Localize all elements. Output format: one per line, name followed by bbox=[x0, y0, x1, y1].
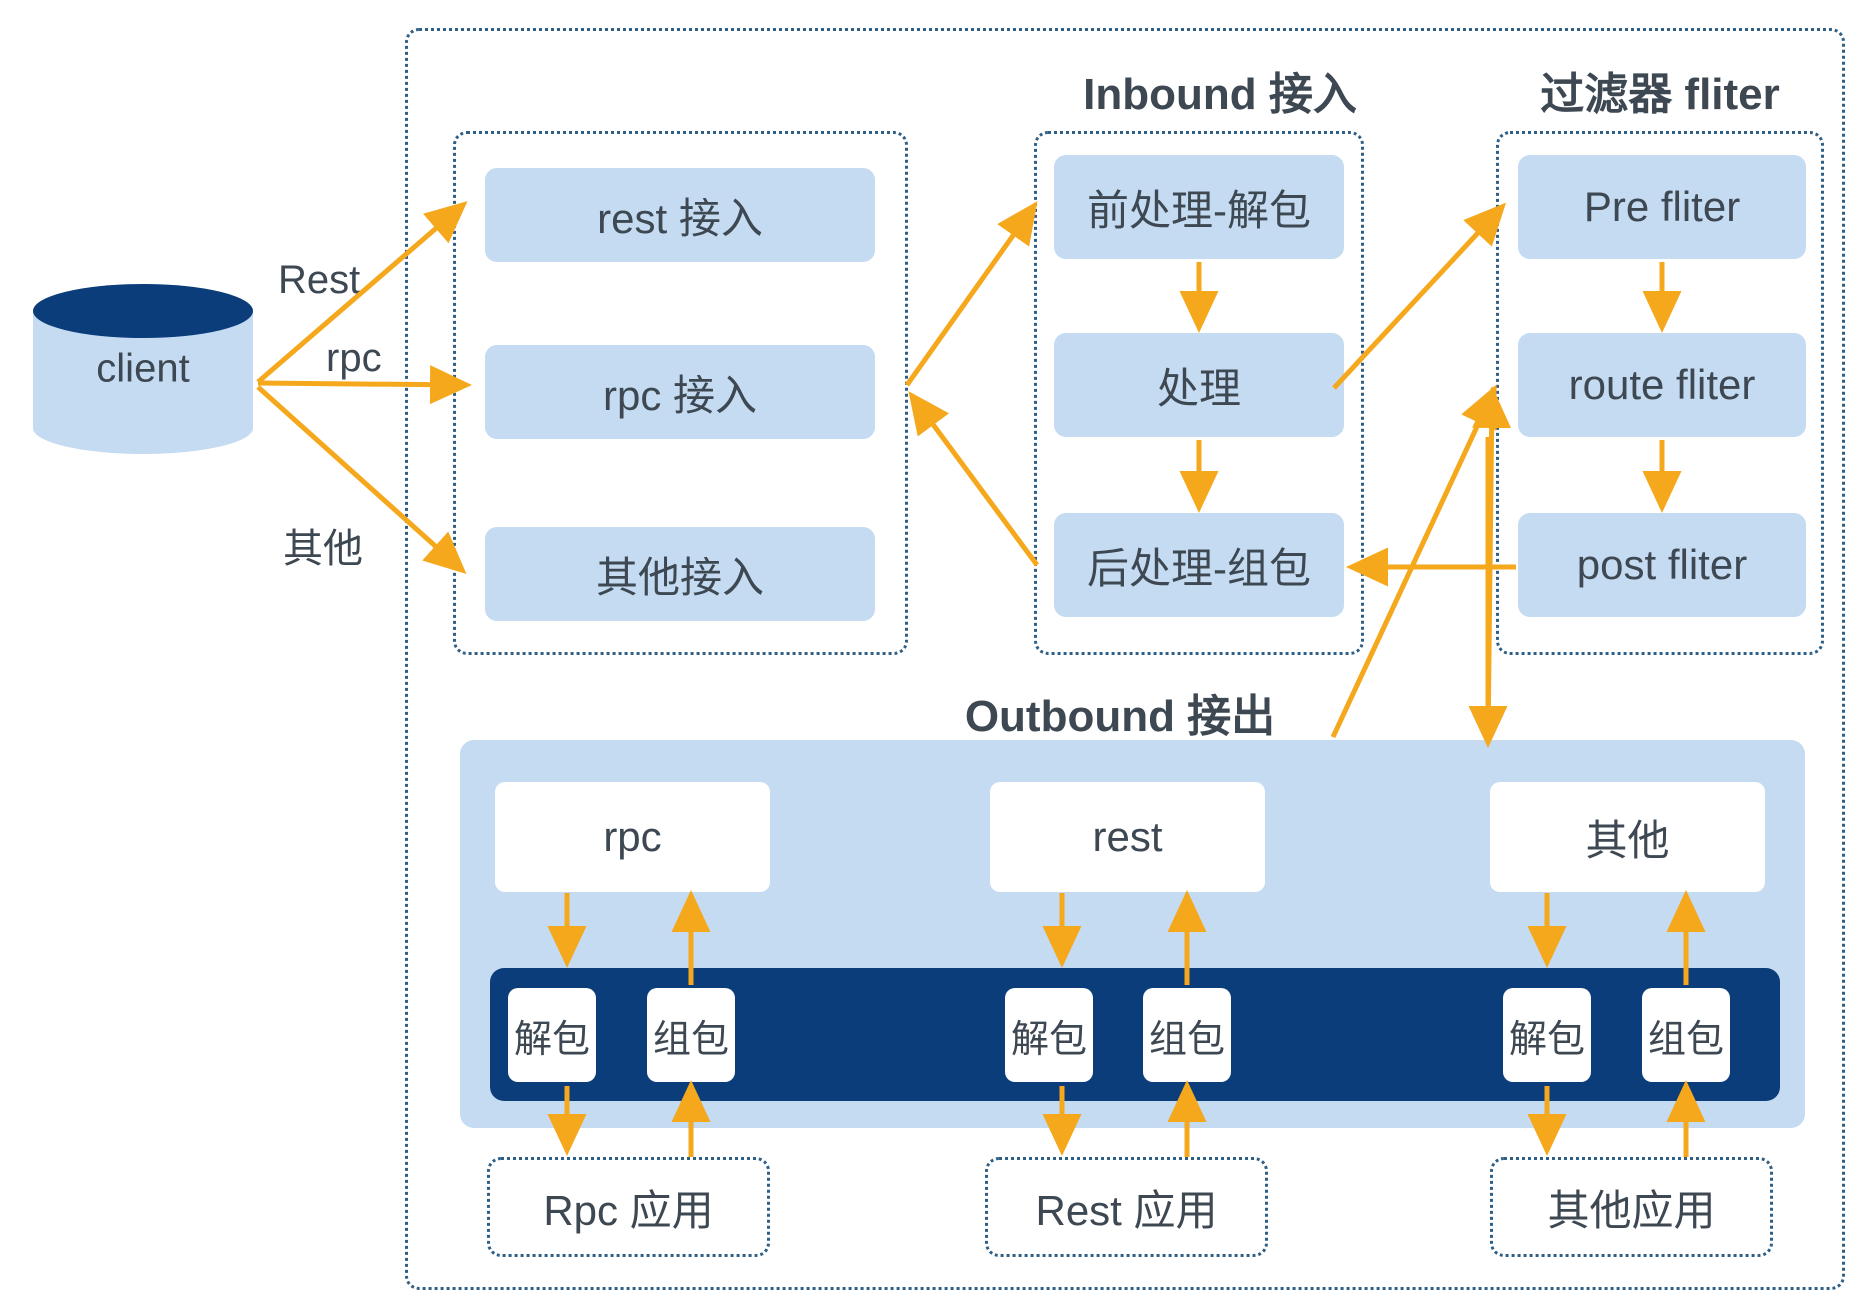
filter-item-route[interactable]: route fliter bbox=[1518, 333, 1806, 437]
codec-encode-rpc[interactable]: 组包 bbox=[647, 988, 735, 1082]
app-other[interactable]: 其他应用 bbox=[1490, 1157, 1773, 1257]
filter-item-pre[interactable]: Pre fliter bbox=[1518, 155, 1806, 259]
filter-item-route-label: route fliter bbox=[1568, 361, 1756, 408]
edge-label-other: 其他 bbox=[283, 527, 363, 571]
client-cylinder: client bbox=[33, 284, 253, 454]
cylinder-top bbox=[33, 284, 253, 338]
codec-encode-other-label: 组包 bbox=[1647, 1018, 1724, 1061]
inbound-item-postprocess-label: 后处理-组包 bbox=[1087, 544, 1311, 592]
access-item-rest[interactable]: rest 接入 bbox=[485, 168, 875, 262]
outer-boundary bbox=[405, 28, 1845, 1290]
access-item-other-label: 其他接入 bbox=[595, 553, 764, 601]
inbound-item-process[interactable]: 处理 bbox=[1054, 333, 1344, 437]
codec-decode-rpc[interactable]: 解包 bbox=[508, 988, 596, 1082]
inbound-item-preprocess[interactable]: 前处理-解包 bbox=[1054, 155, 1344, 259]
app-rpc[interactable]: Rpc 应用 bbox=[487, 1157, 770, 1257]
app-rpc-label: Rpc 应用 bbox=[543, 1186, 714, 1234]
outbound-protocol-rest-label: rest bbox=[1092, 813, 1163, 860]
outbound-protocol-rest[interactable]: rest bbox=[990, 782, 1265, 892]
outbound-title: Outbound 接出 bbox=[964, 692, 1276, 741]
codec-encode-other[interactable]: 组包 bbox=[1642, 988, 1730, 1082]
codec-decode-other[interactable]: 解包 bbox=[1503, 988, 1591, 1082]
edge-label-rpc: rpc bbox=[326, 336, 382, 380]
app-rest[interactable]: Rest 应用 bbox=[985, 1157, 1268, 1257]
outbound-protocol-other[interactable]: 其他 bbox=[1490, 782, 1765, 892]
access-item-rest-label: rest 接入 bbox=[597, 194, 763, 242]
codec-decode-rest[interactable]: 解包 bbox=[1005, 988, 1093, 1082]
codec-decode-rest-label: 解包 bbox=[1010, 1018, 1087, 1061]
codec-encode-rest-label: 组包 bbox=[1148, 1018, 1225, 1061]
codec-decode-other-label: 解包 bbox=[1508, 1018, 1585, 1061]
inbound-item-process-label: 处理 bbox=[1156, 364, 1241, 412]
filter-item-post-label: post fliter bbox=[1576, 541, 1748, 588]
edge-label-rest: Rest bbox=[278, 258, 361, 302]
client-label: client bbox=[96, 346, 190, 391]
outbound-protocol-rpc[interactable]: rpc bbox=[495, 782, 770, 892]
codec-encode-rpc-label: 组包 bbox=[652, 1018, 729, 1061]
codec-encode-rest[interactable]: 组包 bbox=[1143, 988, 1231, 1082]
inbound-item-preprocess-label: 前处理-解包 bbox=[1087, 186, 1311, 234]
access-item-other[interactable]: 其他接入 bbox=[485, 527, 875, 621]
outbound-protocol-other-label: 其他 bbox=[1585, 816, 1670, 864]
filter-item-pre-label: Pre fliter bbox=[1583, 183, 1741, 230]
filter-title: 过滤器 fliter bbox=[1540, 70, 1780, 119]
inbound-item-postprocess[interactable]: 后处理-组包 bbox=[1054, 513, 1344, 617]
access-item-rpc-label: rpc 接入 bbox=[602, 371, 757, 419]
app-rest-label: Rest 应用 bbox=[1035, 1186, 1218, 1234]
app-other-label: 其他应用 bbox=[1547, 1186, 1716, 1234]
filter-item-post[interactable]: post fliter bbox=[1518, 513, 1806, 617]
codec-decode-rpc-label: 解包 bbox=[513, 1018, 590, 1061]
inbound-title: Inbound 接入 bbox=[1083, 70, 1357, 119]
outbound-protocol-rpc-label: rpc bbox=[603, 813, 662, 860]
access-item-rpc[interactable]: rpc 接入 bbox=[485, 345, 875, 439]
